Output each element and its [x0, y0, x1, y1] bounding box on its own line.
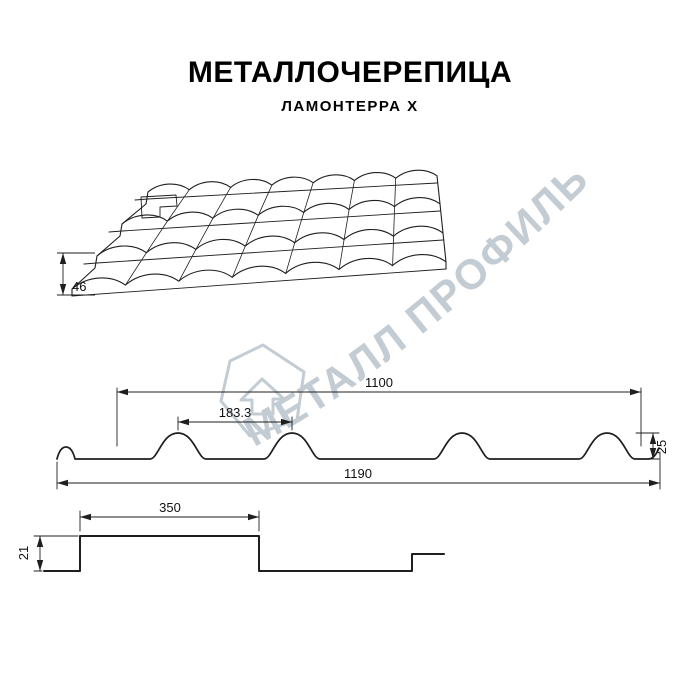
page-title: МЕТАЛЛОЧЕРЕПИЦА [187, 56, 513, 89]
dimension-label-step-height-21: 21 [16, 546, 31, 560]
product-subtitle: Ламонтерра X [281, 98, 419, 115]
perspective-view-drawing [71, 169, 447, 297]
dimension-label-profile-height-25: 25 [654, 440, 669, 454]
dimension-label-module-length-350: 350 [159, 500, 181, 515]
perspective-dimension-46 [57, 252, 95, 296]
watermark-text: МЕТАЛЛ ПРОФИЛЬ [236, 154, 598, 455]
metall-profil-logo-icon [219, 343, 306, 438]
step-profile-drawing [33, 510, 445, 572]
dimension-label-overall-width-1190: 1190 [344, 466, 372, 481]
dimension-label-wave-pitch-183: 183.3 [219, 405, 252, 420]
dimension-label-cover-width-1100: 1100 [365, 375, 393, 390]
dimension-label-step-height-46: 46 [72, 279, 86, 294]
cross-section-drawing [56, 387, 661, 490]
